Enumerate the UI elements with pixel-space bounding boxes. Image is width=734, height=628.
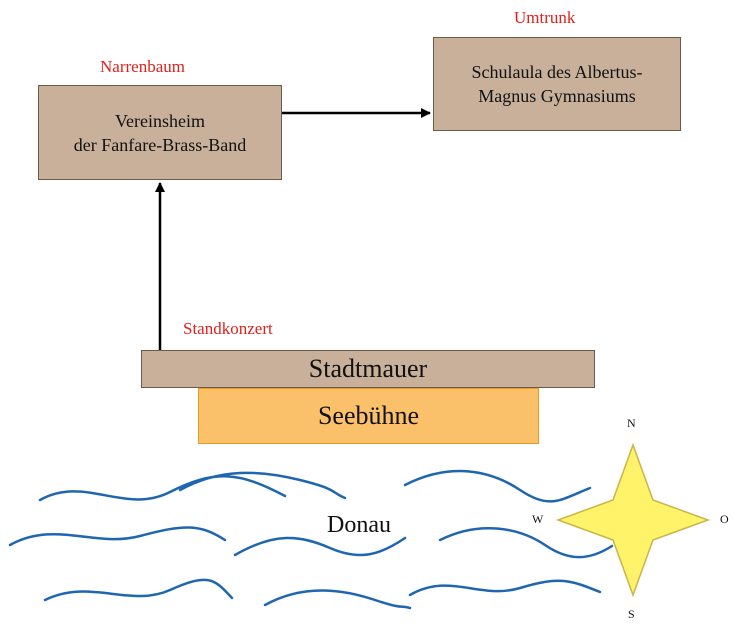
wave-4 (8, 526, 227, 547)
compass-east: O (720, 512, 729, 526)
box-schulaula: Schulaula des Albertus- Magnus Gymnasium… (433, 37, 681, 131)
wave-1 (38, 475, 287, 502)
wave-6 (438, 527, 614, 559)
box-seebuehne: Seebühne (198, 388, 539, 444)
box-stadtmauer: Stadtmauer (141, 350, 595, 388)
wave-2 (178, 471, 347, 500)
seebuehne-label: Seebühne (317, 401, 420, 430)
label-umtrunk: Umtrunk (514, 8, 576, 27)
schulaula-line2: Magnus Gymnasiums (478, 86, 636, 106)
wave-5 (233, 536, 407, 557)
vereinsheim-line2: der Fanfare-Brass-Band (73, 134, 247, 155)
river-waves (8, 469, 614, 610)
wave-7 (43, 578, 234, 602)
box-vereinsheim: Vereinsheim der Fanfare-Brass-Band (38, 85, 282, 180)
label-standkonzert: Standkonzert (183, 319, 273, 338)
compass-west: W (532, 512, 544, 526)
label-narrenbaum: Narrenbaum (100, 57, 185, 76)
river-label: Donau (327, 512, 391, 538)
compass-star-icon (555, 442, 711, 598)
wave-8 (263, 589, 412, 610)
stadtmauer-label: Stadtmauer (308, 354, 428, 383)
vereinsheim-line1: Vereinsheim (115, 110, 205, 131)
compass-north: N (627, 416, 636, 430)
compass-south: S (628, 607, 635, 621)
wave-3 (403, 469, 592, 503)
schulaula-line1: Schulaula des Albertus- (471, 62, 643, 82)
wave-9 (408, 579, 602, 597)
